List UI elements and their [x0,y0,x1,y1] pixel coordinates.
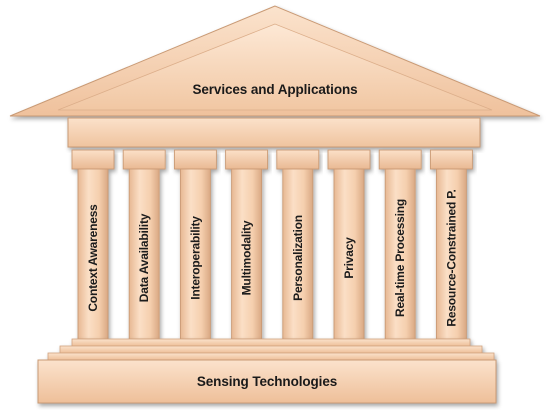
column-capital [225,149,269,170]
base-block [37,359,497,404]
roof [9,5,541,117]
step-top [71,338,471,347]
entablature [67,117,481,148]
columns: Context Awareness Data Availability Intero… [71,149,473,340]
column-6: Privacy [327,149,371,340]
column-5: Personalization [276,149,320,340]
column-shaft [282,168,314,340]
column-label: Real-time Processing [393,199,407,317]
column-1: Context Awareness [71,149,115,340]
column-label: Resource-Constrained P. [444,189,458,326]
column-4: Multimodality [225,149,269,340]
step-middle [59,345,483,354]
column-capital [173,149,217,170]
column-shaft [333,168,365,340]
column-label: Context Awareness [86,204,100,312]
column-shaft [77,168,109,340]
column-capital [71,149,115,170]
column-capital [429,149,473,170]
column-shaft [179,168,211,340]
column-7: Real-time Processing [378,149,422,340]
column-shaft [128,168,160,340]
base-steps [37,338,497,404]
step-lower [47,352,495,361]
column-shaft [231,168,263,340]
column-label: Personalization [291,215,305,301]
column-capital [122,149,166,170]
column-8: Resource-Constrained P. [429,149,473,340]
column-label: Interoperability [188,216,202,300]
roof-label: Services and Applications [192,82,357,97]
column-label: Multimodality [240,220,254,295]
column-label: Data Availability [137,213,151,302]
base-label: Sensing Technologies [197,374,337,389]
column-capital [327,149,371,170]
column-shaft [384,168,416,340]
column-label: Privacy [342,237,356,279]
column-capital [378,149,422,170]
column-3: Interoperability [173,149,217,340]
column-2: Data Availability [122,149,166,340]
column-capital [276,149,320,170]
